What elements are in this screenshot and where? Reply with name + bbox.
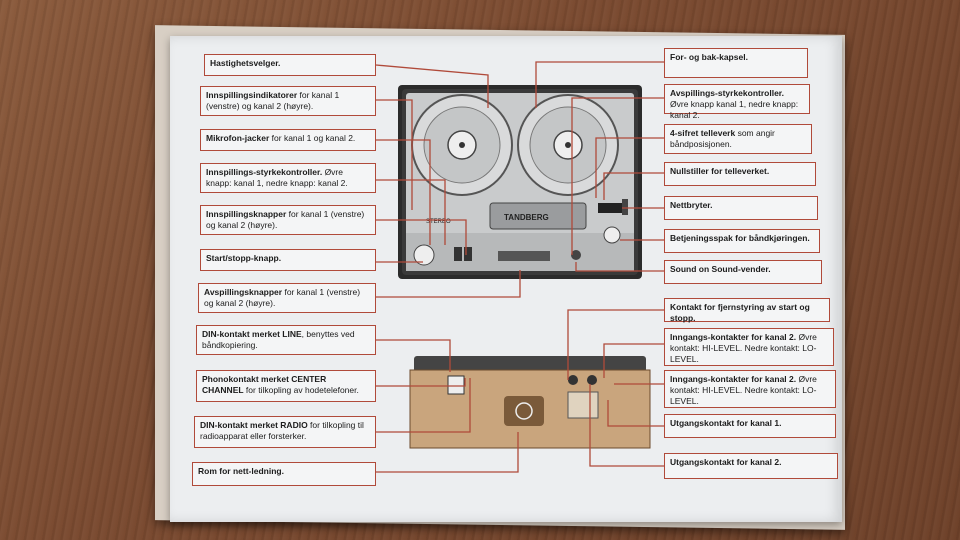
leader-play-buttons bbox=[376, 270, 521, 298]
label-din-line: DIN-kontakt merket LINE, benyttes ved bå… bbox=[196, 325, 376, 355]
label-bold: Innspillings-styrkekontroller. bbox=[206, 167, 323, 177]
label-rest: Øvre kontakt: HI-LEVEL. Nedre kontakt: L… bbox=[670, 332, 817, 364]
label-cord-room: Rom for nett-ledning. bbox=[192, 462, 376, 486]
label-play-level: Avspillings-styrkekontroller. Øvre knapp… bbox=[664, 84, 810, 120]
leader-rec-buttons bbox=[376, 219, 467, 255]
label-bold: DIN-kontakt merket RADIO bbox=[200, 420, 308, 430]
label-output-2: Utgangskontakt for kanal 2. bbox=[664, 453, 838, 479]
label-play-buttons: Avspillingsknapper for kanal 1 (venstre)… bbox=[198, 283, 376, 313]
label-bold: Inngangs-kontakter for kanal 2. bbox=[670, 332, 797, 342]
tape-recorder-side-photo bbox=[408, 352, 652, 450]
label-power-switch: Nettbryter. bbox=[664, 196, 818, 220]
label-text: Start/stopp-knapp. bbox=[206, 253, 282, 263]
label-rest: for kanal 1 (venstre) og kanal 2 (høyre)… bbox=[204, 287, 361, 308]
label-counter: 4-sifret telleverk som angir båndposisjo… bbox=[664, 124, 812, 154]
label-rest: for kanal 1 (venstre) og kanal 2 (høyre)… bbox=[206, 90, 340, 111]
label-text: Rom for nett-ledning. bbox=[198, 466, 284, 476]
leader-sos bbox=[575, 262, 664, 272]
label-sos: Sound on Sound-vender. bbox=[664, 260, 822, 284]
label-rest: for tilkopling til radioapparat eller fo… bbox=[200, 420, 364, 441]
leader-din-radio bbox=[376, 378, 471, 433]
stereo-badge: STEREO bbox=[426, 219, 451, 225]
label-rest: Øvre kontakt: HI-LEVEL. Nedre kontakt: L… bbox=[670, 374, 817, 406]
leader-input-a bbox=[603, 343, 664, 378]
side-view-illustration bbox=[409, 356, 651, 449]
label-output-1: Utgangskontakt for kanal 1. bbox=[664, 414, 836, 438]
tape-recorder-top-photo: TANDBERG STEREO bbox=[398, 85, 642, 279]
label-text: Nullstiller for telleverket. bbox=[670, 166, 770, 176]
label-rec-level: Innspillings-styrkekontroller. Øvre knap… bbox=[200, 163, 376, 193]
leader-output-2 bbox=[589, 384, 664, 467]
label-speed-selector: Hastighetsvelger. bbox=[204, 54, 376, 76]
leader-rec-level bbox=[376, 179, 446, 245]
label-text: Kontakt for fjernstyring av start og sto… bbox=[670, 302, 810, 323]
label-head-cover: For- og bak-kapsel. bbox=[664, 48, 808, 78]
leader-output-1 bbox=[607, 400, 664, 427]
label-rest: som angir båndposisjonen. bbox=[670, 128, 775, 149]
label-counter-reset: Nullstiller for telleverket. bbox=[664, 162, 816, 186]
label-input-a: Inngangs-kontakter for kanal 2. Øvre kon… bbox=[664, 328, 834, 366]
label-bold: Phonokontakt merket CENTER CHANNEL bbox=[202, 374, 327, 395]
label-phono: Phonokontakt merket CENTER CHANNEL for t… bbox=[196, 370, 376, 402]
leader-remote bbox=[567, 309, 664, 380]
label-bold: DIN-kontakt merket LINE bbox=[202, 329, 302, 339]
label-rest: Øvre knapp: kanal 1, nedre knapp: kanal … bbox=[206, 167, 348, 188]
label-input-b: Inngangs-kontakter for kanal 2. Øvre kon… bbox=[664, 370, 836, 408]
leader-cord-room bbox=[376, 432, 519, 473]
label-text: Sound on Sound-vender. bbox=[670, 264, 771, 274]
label-text: Hastighetsvelger. bbox=[210, 58, 281, 68]
leader-din-line bbox=[376, 339, 451, 372]
label-bold: Avspillingsknapper bbox=[204, 287, 283, 297]
label-text: Utgangskontakt for kanal 1. bbox=[670, 418, 782, 428]
tape-recorder-illustration: TANDBERG STEREO bbox=[402, 89, 638, 275]
label-bold: Innspillingsknapper bbox=[206, 209, 287, 219]
leader-phono bbox=[376, 378, 466, 387]
label-din-radio: DIN-kontakt merket RADIO for tilkopling … bbox=[194, 416, 376, 448]
leader-counter-reset bbox=[603, 172, 664, 200]
label-bold: Avspillings-styrkekontroller. bbox=[670, 88, 784, 98]
label-bold: Inngangs-kontakter for kanal 2. bbox=[670, 374, 797, 384]
label-mic-jacks: Mikrofon-jacker for kanal 1 og kanal 2. bbox=[200, 129, 376, 151]
label-text: Betjeningsspak for båndkjøringen. bbox=[670, 233, 810, 243]
label-tape-lever: Betjeningsspak for båndkjøringen. bbox=[664, 229, 820, 253]
label-remote: Kontakt for fjernstyring av start og sto… bbox=[664, 298, 830, 323]
leader-play-level bbox=[571, 97, 664, 255]
label-rest: Øvre knapp kanal 1, nedre knapp: kanal 2… bbox=[670, 99, 799, 120]
leader-speed-selector bbox=[375, 64, 489, 108]
label-rest: for tilkopling av hodetelefoner. bbox=[243, 385, 359, 395]
label-text: For- og bak-kapsel. bbox=[670, 52, 748, 62]
label-rest: for kanal 1 og kanal 2. bbox=[269, 133, 356, 143]
leader-counter bbox=[595, 137, 664, 198]
label-rec-indicators: Innspillingsindikatorer for kanal 1 (ven… bbox=[200, 86, 376, 116]
label-rest: , benyttes ved båndkopiering. bbox=[202, 329, 355, 350]
label-text: Utgangskontakt for kanal 2. bbox=[670, 457, 782, 467]
leader-head-cover bbox=[535, 61, 664, 108]
leader-rec-indicators bbox=[376, 99, 413, 210]
label-rest: for kanal 1 (venstre) og kanal 2 (høyre)… bbox=[206, 209, 365, 230]
brand-text: TANDBERG bbox=[504, 213, 549, 222]
label-start-stop: Start/stopp-knapp. bbox=[200, 249, 376, 271]
label-bold: Mikrofon-jacker bbox=[206, 133, 270, 143]
label-rec-buttons: Innspillingsknapper for kanal 1 (venstre… bbox=[200, 205, 376, 235]
label-bold: 4-sifret telleverk bbox=[670, 128, 736, 138]
label-bold: Innspillingsindikatorer bbox=[206, 90, 298, 100]
leader-mic-jacks bbox=[376, 139, 431, 245]
label-text: Nettbryter. bbox=[670, 200, 713, 210]
